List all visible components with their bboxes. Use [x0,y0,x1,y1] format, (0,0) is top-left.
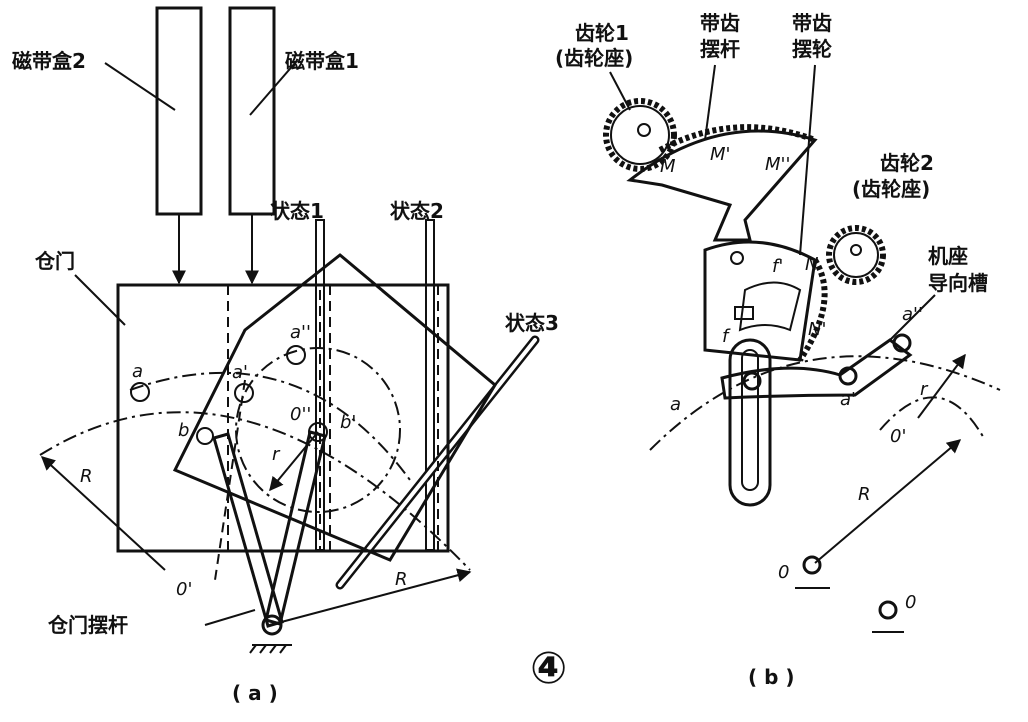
state-3-label: 状态3 [505,311,559,335]
door-rocker-label: 仓门摆杆 [47,613,128,637]
state-1-label: 状态1 [270,199,324,223]
toothed-rocker [626,129,818,242]
label-a: a [132,361,143,382]
point-a2 [286,345,306,365]
panel-b-caption: ( b ) [748,665,795,689]
point-b-a2 [892,333,912,353]
label-b-o-ground: 0 [905,592,916,613]
gear-2 [826,225,886,285]
cassette-2 [155,6,203,216]
label-o1: 0' [176,579,192,600]
base-label-1: 机座 [928,244,968,268]
gear-1 [603,98,677,172]
gear-1-seat-label: (齿轮座) [555,46,633,70]
toothed-rocker-label-2: 摆杆 [700,37,740,61]
toothed-wheel [703,240,817,362]
figure-number: ④ [530,643,567,694]
panel-a: 磁带盒2 磁带盒1 状态1 状态2 状态3 仓门 a a' a'' [12,6,559,705]
panel-b: 齿轮1 (齿轮座) 带齿 摆杆 M M' M'' 带齿 摆轮 N N' f f'… [555,11,1001,689]
label-M1: M' [710,144,730,165]
panel-a-caption: ( a ) [232,681,278,705]
label-b-o-pivot: 0 [778,562,789,583]
label-M2: M'' [765,154,790,175]
base-label-2: 导向槽 [928,271,988,295]
point-b-a1 [838,366,858,386]
label-b-o1: 0' [890,426,906,447]
door-rotated [172,253,497,562]
guide-groove [720,338,913,400]
label-b-a1: a' [840,389,856,410]
label-f: f [722,326,731,347]
point-a [130,382,150,402]
cassette-1-leader [249,62,296,116]
label-o2: 0'' [290,404,311,425]
state-2-label: 状态2 [390,199,444,223]
cassette-1 [228,6,276,216]
label-R-left: R [80,466,93,487]
point-b [196,427,214,445]
cassette-2-leader [104,62,176,111]
arc-b-R [649,355,1001,451]
label-b: b [178,420,189,441]
gear-2-seat-label: (齿轮座) [852,177,930,201]
arc-r [235,347,401,513]
label-b-a: a [670,394,681,415]
toothed-wheel-label-1: 带齿 [792,11,832,35]
label-b1: b' [340,412,356,433]
label-b-a2: a'' [902,304,923,325]
toothed-rocker-label-1: 带齿 [700,11,740,35]
label-N: N [805,254,818,275]
pivot-b [802,555,822,575]
rocker-pivot [261,614,283,636]
label-b-r: r [920,379,929,400]
label-a2: a'' [290,322,311,343]
label-b-R: R [858,484,871,505]
door-label: 仓门 [34,249,75,273]
label-a1: a' [232,362,248,383]
label-M: M [660,156,676,177]
cassette-2-label: 磁带盒2 [12,49,86,73]
label-r: r [272,444,281,465]
label-f1: f' [772,256,783,277]
arc-R [39,411,471,571]
gear-2-label: 齿轮2 [880,151,934,175]
label-R-bottom: R [395,569,408,590]
label-N1: N' [808,319,826,340]
cassette-1-label: 磁带盒1 [285,49,359,73]
gear-1-label: 齿轮1 [575,21,629,45]
toothed-wheel-label-2: 摆轮 [792,37,832,61]
point-a1 [234,383,254,403]
slot-arm [728,338,772,507]
